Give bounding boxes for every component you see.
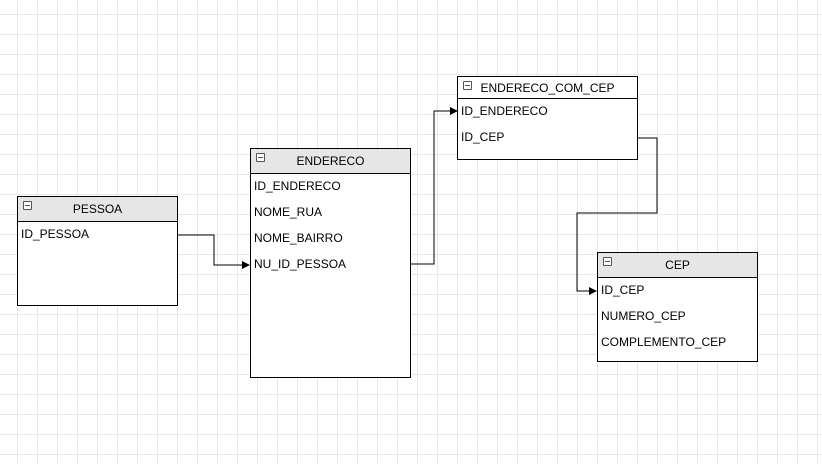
field-nu-id-pessoa[interactable]: NU_ID_PESSOA	[254, 257, 347, 271]
collapse-icon[interactable]	[256, 153, 265, 162]
field-id-endereco[interactable]: ID_ENDERECO	[461, 104, 548, 118]
collapse-icon[interactable]	[23, 201, 32, 210]
field-id-endereco[interactable]: ID_ENDERECO	[254, 179, 341, 193]
table-header[interactable]: ENDERECO_COM_CEP	[458, 77, 637, 99]
collapse-icon[interactable]	[463, 81, 472, 90]
table-title: PESSOA	[72, 202, 123, 216]
table-header[interactable]: CEP	[598, 253, 757, 278]
table-header[interactable]: ENDERECO	[251, 149, 410, 174]
field-numero-cep[interactable]: NUMERO_CEP	[601, 309, 686, 323]
field-id-cep[interactable]: ID_CEP	[461, 130, 505, 144]
collapse-icon[interactable]	[603, 257, 612, 266]
table-title: CEP	[665, 258, 690, 272]
connector-endereco-to-endereco-com-cep[interactable]	[411, 107, 458, 265]
table-cep[interactable]: CEP ID_CEP NUMERO_CEP COMPLEMENTO_CEP	[597, 252, 758, 362]
table-title: ENDERECO_COM_CEP	[480, 81, 615, 95]
field-complemento-cep[interactable]: COMPLEMENTO_CEP	[601, 335, 727, 349]
field-id-cep[interactable]: ID_CEP	[601, 283, 645, 297]
field-id-pessoa[interactable]: ID_PESSOA	[21, 227, 90, 241]
field-nome-rua[interactable]: NOME_RUA	[254, 205, 323, 219]
connector-pessoa-to-endereco[interactable]	[178, 234, 250, 269]
table-title: ENDERECO	[296, 154, 365, 168]
field-nome-bairro[interactable]: NOME_BAIRRO	[254, 231, 343, 245]
table-header[interactable]: PESSOA	[18, 197, 177, 222]
connector-endereco-com-cep-to-cep[interactable]	[576, 137, 658, 295]
table-endereco[interactable]: ENDERECO ID_ENDERECO NOME_RUA NOME_BAIRR…	[250, 148, 411, 378]
table-endereco-com-cep[interactable]: ENDERECO_COM_CEP ID_ENDERECO ID_CEP	[457, 76, 638, 160]
table-pessoa[interactable]: PESSOA ID_PESSOA	[17, 196, 178, 306]
